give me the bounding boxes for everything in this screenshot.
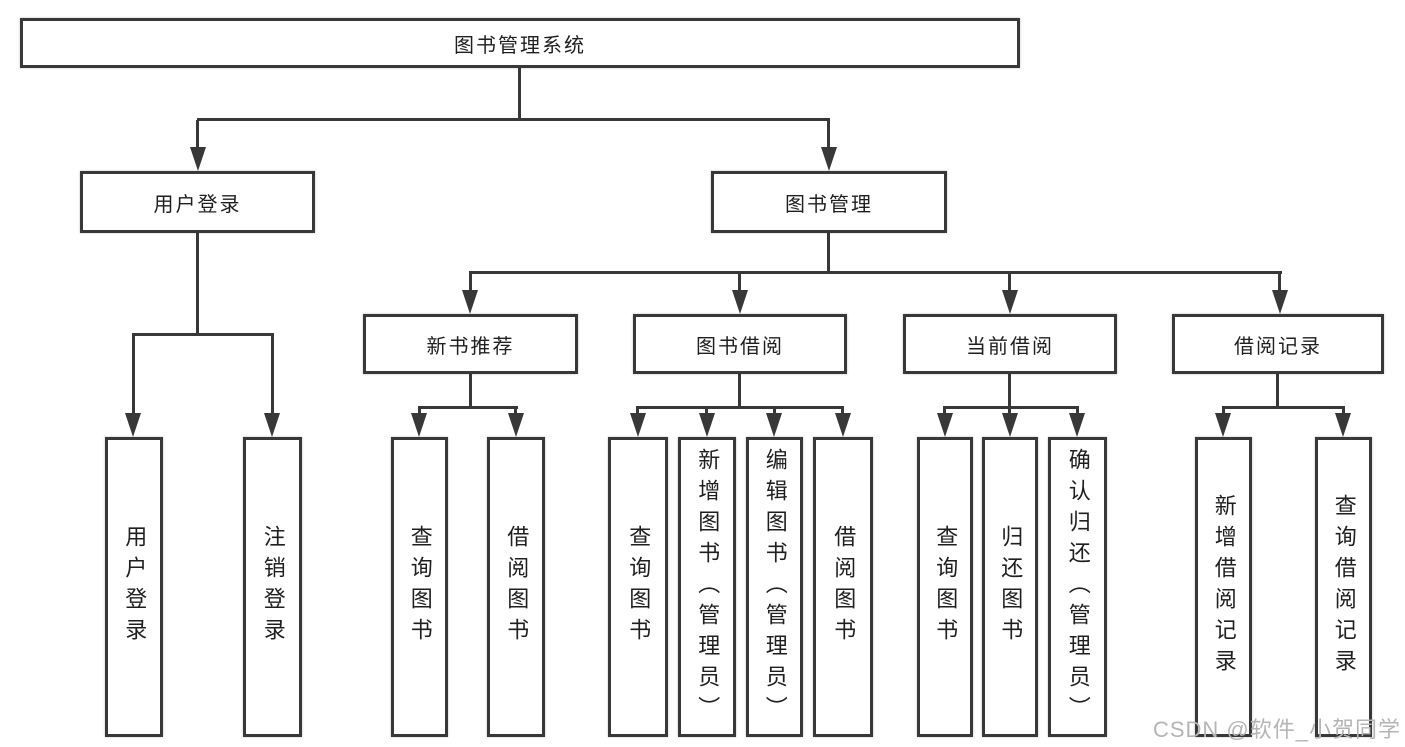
arrow-down-icon	[1002, 290, 1018, 314]
connector-current-drop-2	[1008, 408, 1011, 415]
connector-borrowing-bar	[636, 406, 844, 409]
arrow-down-icon	[937, 413, 953, 437]
arrow-down-icon	[125, 413, 141, 437]
leaf-current-return-books-label: 归还图书	[998, 525, 1024, 649]
leaf-borrowing-borrow-books: 借阅图书	[813, 437, 873, 737]
leaf-recommend-borrow-books-label: 借阅图书	[504, 525, 530, 649]
connector-borrowing-stem	[738, 374, 741, 408]
connector-current-drop-1	[943, 408, 946, 415]
connector-mgmt-drop-4	[1278, 273, 1281, 290]
connector-mgmt-stem	[827, 233, 830, 273]
node-user-login-label: 用户登录	[153, 193, 242, 216]
leaf-borrowing-query-books: 查询图书	[608, 437, 668, 737]
arrow-down-icon	[766, 413, 782, 437]
connector-recommend-drop-2	[514, 408, 517, 415]
leaf-recommend-borrow-books: 借阅图书	[487, 437, 545, 737]
connector-login-bar	[132, 333, 274, 336]
arrow-down-icon	[462, 290, 478, 314]
leaf-current-confirm-return-admin: 确认归还（管理员）	[1048, 437, 1107, 737]
leaf-records-query-record: 查询借阅记录	[1315, 437, 1372, 737]
arrow-down-icon	[630, 413, 646, 437]
leaf-borrowing-add-books-admin: 新增图书（管理员）	[678, 437, 736, 737]
node-new-book-recommend: 新书推荐	[363, 314, 578, 374]
arrow-down-icon	[699, 413, 715, 437]
node-current-borrowing: 当前借阅	[903, 314, 1117, 374]
arrow-down-icon	[835, 413, 851, 437]
leaf-logout: 注销登录	[243, 437, 302, 737]
leaf-borrowing-borrow-books-label: 借阅图书	[831, 525, 857, 649]
connector-recommend-drop-1	[418, 408, 421, 415]
arrow-down-icon	[190, 147, 206, 171]
leaf-user-login-label: 用户登录	[122, 525, 148, 649]
leaf-recommend-query-books-label: 查询图书	[407, 525, 433, 649]
leaf-recommend-query-books: 查询图书	[391, 437, 448, 737]
arrow-down-icon	[821, 147, 837, 171]
connector-current-bar	[943, 406, 1079, 409]
node-borrow-records: 借阅记录	[1172, 314, 1384, 374]
arrow-down-icon	[732, 290, 748, 314]
node-root: 图书管理系统	[20, 18, 1020, 68]
connector-root-drop-right	[827, 120, 830, 150]
node-user-login: 用户登录	[80, 171, 315, 233]
node-book-management: 图书管理	[711, 171, 947, 233]
node-borrow-records-label: 借阅记录	[1234, 335, 1322, 358]
arrow-down-icon	[1002, 413, 1018, 437]
leaf-current-confirm-return-admin-label: 确认归还（管理员）	[1065, 447, 1091, 727]
connector-login-drop-right	[271, 335, 274, 413]
leaf-borrowing-edit-books-admin: 编辑图书（管理员）	[746, 437, 803, 737]
connector-mgmt-drop-1	[469, 273, 472, 290]
arrow-down-icon	[1069, 413, 1085, 437]
node-book-management-label: 图书管理	[785, 193, 873, 216]
connector-mgmt-drop-3	[1008, 273, 1011, 290]
connector-current-stem	[1008, 374, 1011, 408]
leaf-borrowing-add-books-admin-label: 新增图书（管理员）	[695, 447, 721, 727]
leaf-borrowing-query-books-label: 查询图书	[626, 525, 652, 649]
leaf-user-login: 用户登录	[105, 437, 163, 737]
connector-root-stem	[518, 68, 521, 121]
leaf-current-return-books: 归还图书	[982, 437, 1038, 737]
connector-login-stem	[196, 233, 199, 335]
arrow-down-icon	[411, 413, 427, 437]
leaf-current-query-books: 查询图书	[917, 437, 973, 737]
connector-root-drop-left	[196, 120, 199, 150]
node-new-book-recommend-label: 新书推荐	[426, 335, 515, 358]
connector-borrowing-drop-2	[705, 408, 708, 415]
connector-recommend-bar	[418, 406, 518, 409]
node-root-label: 图书管理系统	[454, 34, 586, 57]
node-current-borrowing-label: 当前借阅	[966, 335, 1054, 358]
leaf-records-add-record-label: 新增借阅记录	[1211, 494, 1237, 680]
arrow-down-icon	[1335, 413, 1351, 437]
leaf-records-add-record: 新增借阅记录	[1195, 437, 1252, 737]
connector-current-drop-3	[1076, 408, 1079, 415]
leaf-logout-label: 注销登录	[260, 525, 286, 649]
connector-recommend-stem	[469, 374, 472, 408]
connector-records-drop-1	[1222, 408, 1225, 415]
connector-mgmt-bar	[469, 271, 1282, 274]
connector-borrowing-drop-4	[841, 408, 844, 415]
arrow-down-icon	[264, 413, 280, 437]
connector-login-drop-left	[132, 335, 135, 413]
connector-records-drop-2	[1342, 408, 1345, 415]
node-book-borrowing-label: 图书借阅	[696, 335, 784, 358]
node-book-borrowing: 图书借阅	[633, 314, 847, 374]
arrow-down-icon	[1272, 290, 1288, 314]
connector-records-stem	[1276, 374, 1279, 408]
arrow-down-icon	[1215, 413, 1231, 437]
watermark: CSDN @软件_小贺同学	[1152, 717, 1401, 742]
connector-mgmt-drop-2	[738, 273, 741, 290]
connector-records-bar	[1222, 406, 1345, 409]
leaf-borrowing-edit-books-admin-label: 编辑图书（管理员）	[762, 447, 788, 727]
arrow-down-icon	[508, 413, 524, 437]
connector-borrowing-drop-3	[773, 408, 776, 415]
connector-root-bar	[197, 118, 830, 121]
connector-borrowing-drop-1	[636, 408, 639, 415]
leaf-current-query-books-label: 查询图书	[933, 525, 959, 649]
leaf-records-query-record-label: 查询借阅记录	[1331, 494, 1357, 680]
